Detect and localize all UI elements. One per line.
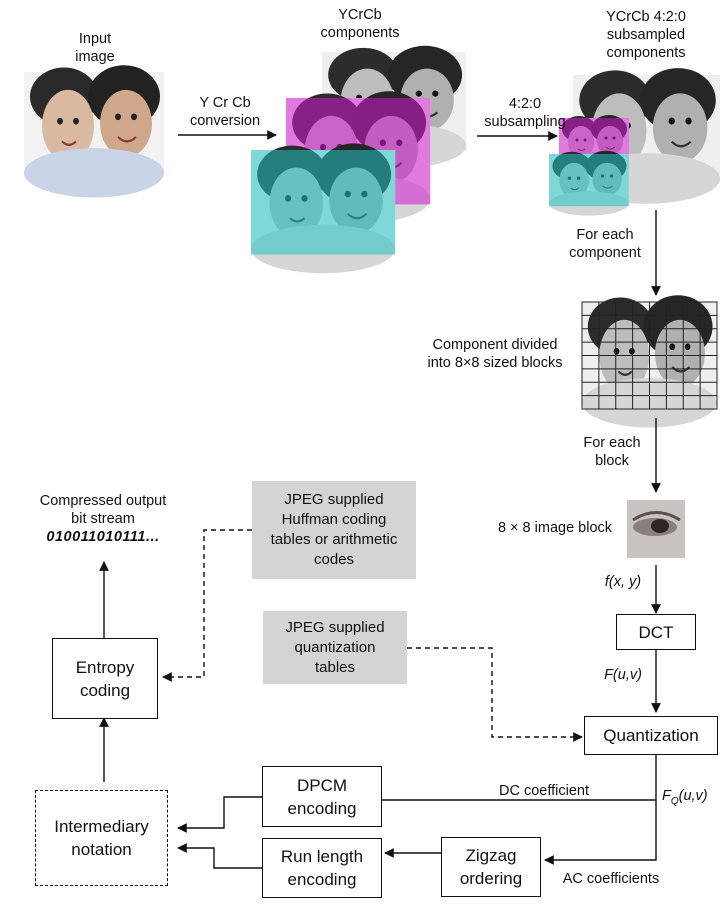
arrow-ac-to-zigzag [544,800,657,865]
image-block-eye [627,500,685,558]
output-bit-stream: 010011010111... [46,529,160,545]
dc-coefficient-label: DC coefficient [499,783,589,799]
ac-coefficients-label: AC coefficients [562,871,660,887]
FQuv-label: FQ(u,v) [662,788,708,807]
dashed-huffman-to-entropy [162,529,252,682]
arrow-runlength-to-intermediary [177,843,262,869]
cb-subsampled-image [548,150,630,217]
fxy-label: f(x, y) [604,574,642,590]
dashed-quanttables-to-quantization [407,647,583,742]
arrow-dpcm-to-intermediary [177,796,262,833]
Fuv-label: F(u,v) [604,667,642,683]
quantization-box: Quantization [584,716,718,755]
cb-component-image [249,142,397,275]
image-block-label: 8 × 8 image block [497,520,613,536]
blocked-component-image [580,294,718,429]
dct-box: DCT [616,614,696,650]
